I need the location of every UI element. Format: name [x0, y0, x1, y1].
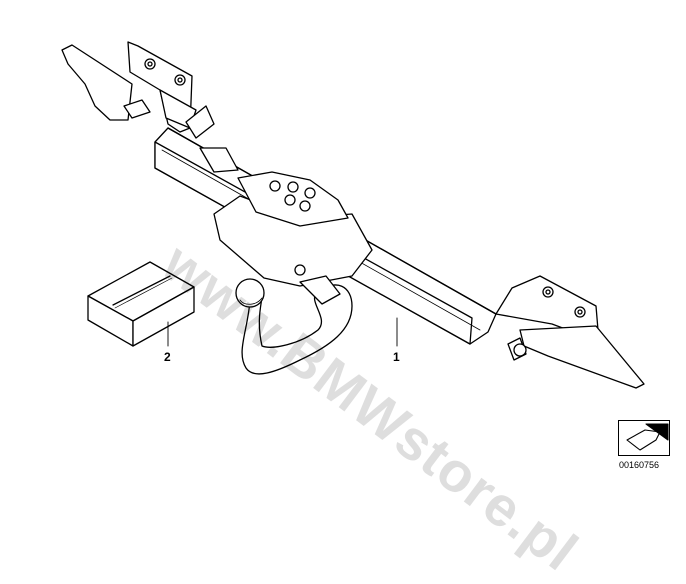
callout-part-2: 2: [164, 350, 171, 364]
callout-part-1: 1: [393, 350, 400, 364]
parts-diagram: [61, 41, 669, 451]
right-mounting-bracket: [495, 275, 645, 389]
leader-lines: [167, 317, 398, 347]
diagram-number: 00160756: [619, 460, 660, 470]
left-mounting-bracket: [61, 41, 197, 133]
arrow-logo-icon: [626, 423, 669, 451]
coupling-housing: [185, 105, 373, 287]
tow-hook-arm: [241, 264, 353, 375]
logo-frame: [618, 420, 670, 456]
tow-ball: [235, 278, 265, 308]
part-2-box: [87, 261, 195, 347]
